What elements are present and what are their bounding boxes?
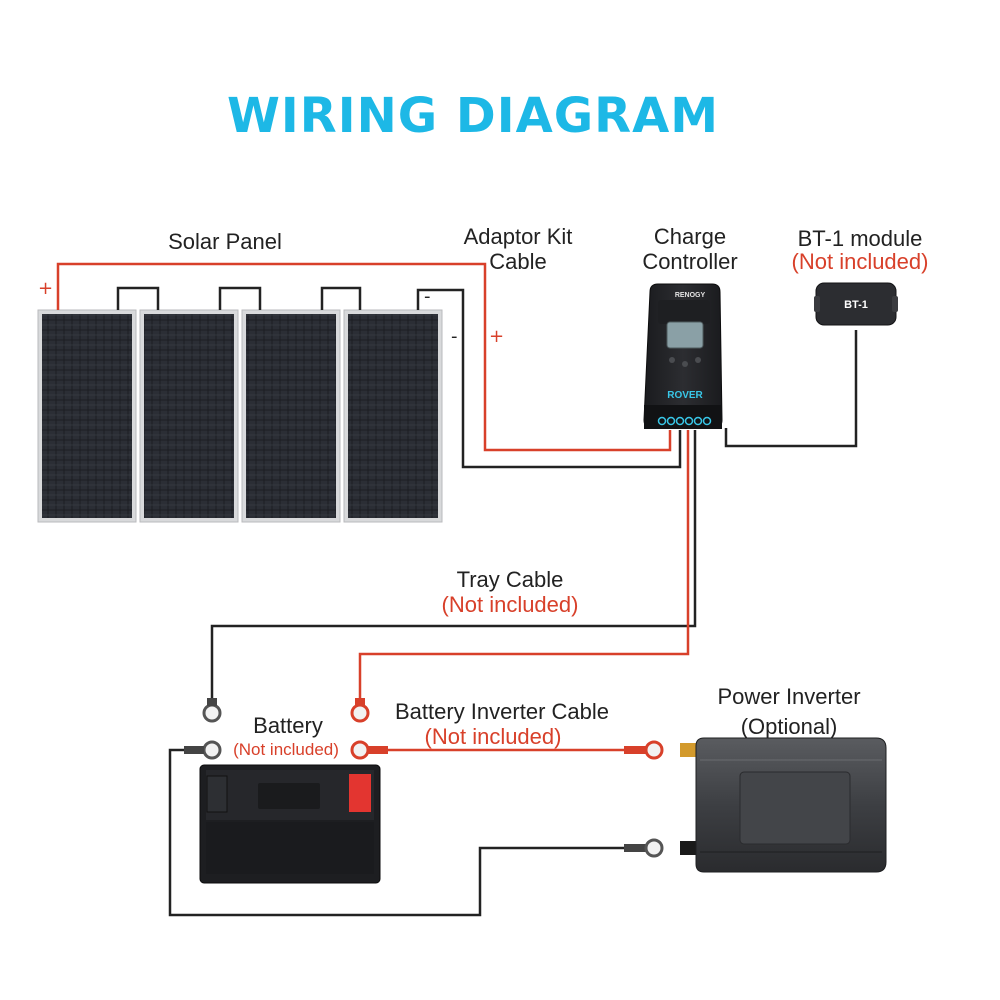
tray-cable-label: Tray Cable [456, 567, 564, 592]
battery-terminal-rings [184, 698, 388, 760]
solar-panel-2 [139, 309, 239, 523]
battery-inverter-cable-not-included-label: (Not included) [424, 724, 562, 749]
bt1-module-label: BT-1 module [797, 226, 923, 251]
panel-positive-wire [56, 262, 672, 452]
bt1-cable [724, 330, 858, 448]
bt1-not-included-label: (Not included) [791, 249, 929, 274]
solar-panel-array [37, 309, 443, 523]
tray-cable-negative [210, 430, 697, 700]
tray-cable-not-included-label: (Not included) [441, 592, 579, 617]
power-inverter-label-line1: Power Inverter [717, 684, 861, 709]
bt1-module-device: BT-1 [814, 282, 898, 326]
charge-controller-device: RENOGY ROVER [643, 283, 723, 429]
panel-negative-wire [416, 288, 682, 469]
controller-brand-text: RENOGY [675, 292, 706, 299]
power-inverter-label-line2: (Optional) [740, 714, 838, 739]
battery-inverter-cable-label: Battery Inverter Cable [395, 699, 609, 724]
solar-panel-label: Solar Panel [168, 229, 282, 254]
panel-positive-sign: + [38, 278, 54, 299]
controller-model-text: ROVER [667, 390, 703, 401]
battery-label: Battery [253, 713, 323, 738]
charge-controller-label-line1: Charge [653, 224, 727, 249]
bt1-device-text: BT-1 [844, 299, 868, 311]
page-title: WIRING DIAGRAM [226, 88, 720, 144]
adaptor-kit-cable-label-line1: Adaptor Kit [463, 224, 573, 249]
tray-cable-positive [358, 430, 690, 700]
adaptor-positive-sign: + [489, 326, 505, 347]
battery-inverter-negative [168, 748, 624, 917]
solar-panel-1 [37, 309, 137, 523]
panel-negative-sign-side: - [451, 326, 458, 347]
battery-not-included-label: (Not included) [233, 740, 339, 759]
solar-panel-3 [241, 309, 341, 523]
adaptor-kit-cable-label-line2: Cable [489, 249, 547, 274]
inverter-terminal-rings [624, 740, 664, 858]
charge-controller-label-line2: Controller [642, 249, 738, 274]
panel-negative-sign-top: - [424, 286, 431, 307]
power-inverter-device [680, 737, 887, 873]
panel-series-jumpers [116, 286, 362, 310]
battery-device [199, 764, 381, 884]
solar-panel-4 [343, 309, 443, 523]
